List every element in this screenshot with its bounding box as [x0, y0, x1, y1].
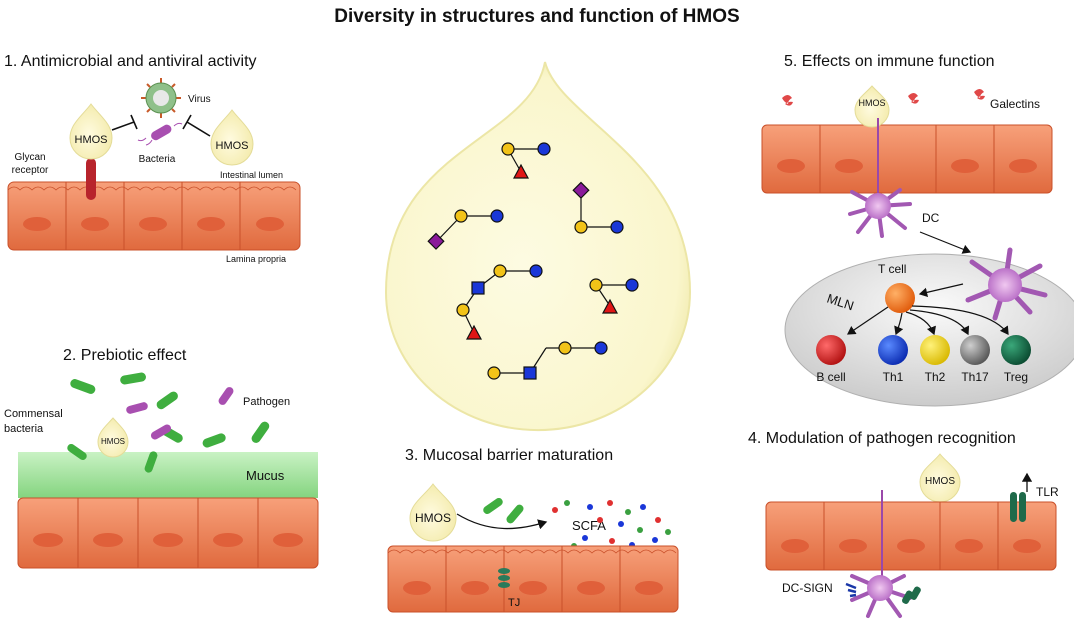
svg-text:HMOS: HMOS [859, 98, 886, 108]
hmos-drop-right: HMOS [210, 109, 254, 166]
t-cell-differentiation-arrows [847, 305, 1009, 336]
galectin-icon [782, 89, 985, 106]
panel-mucosal-barrier: 3. Mucosal barrier maturation HMOS SCFA [387, 447, 679, 613]
th17-cell-icon [960, 335, 990, 365]
figure-title: Diversity in structures and function of … [334, 6, 739, 27]
panel-immune-function: 5. Effects on immune function HMOS Galec… [761, 53, 1074, 407]
glycan-label-2: receptor [12, 165, 49, 176]
svg-text:HMOS: HMOS [75, 134, 108, 146]
b-cell-icon [816, 335, 846, 365]
glycan-structure-1 [501, 142, 551, 179]
th1-cell-icon [878, 335, 908, 365]
t-cell-icon [885, 283, 915, 313]
inhibit-line-right [186, 121, 211, 137]
mucus-label: Mucus [246, 468, 285, 483]
tlr-receptor-icon [1010, 472, 1033, 522]
hmos-drop-panel3: HMOS [409, 483, 457, 542]
hmos-drop-panel2: HMOS [97, 417, 129, 458]
virus-icon [141, 78, 181, 118]
panel5-heading: 5. Effects on immune function [784, 53, 994, 70]
epithelium-panel1 [7, 181, 301, 251]
panel-antimicrobial: 1. Antimicrobial and antiviral activity … [4, 53, 301, 264]
hmos-structures-drop [384, 61, 692, 431]
scfa-molecules [552, 500, 671, 549]
tj-label: TJ [508, 597, 520, 609]
t-cell-label: T cell [878, 262, 906, 276]
epithelium-panel5 [761, 124, 1053, 194]
commensal-label-1: Commensal [4, 408, 63, 420]
panel1-heading: 1. Antimicrobial and antiviral activity [4, 53, 257, 70]
panel4-heading: 4. Modulation of pathogen recognition [748, 430, 1016, 447]
glycan-label-1: Glycan [14, 152, 45, 163]
mucus-layer [18, 452, 318, 498]
glycan-structure-5 [589, 278, 639, 314]
glycan-structure-6 [487, 341, 608, 380]
dendritic-cell-mln-icon [965, 247, 1048, 321]
dc-sign-label: DC-SIGN [782, 581, 833, 595]
bacteria-icon [137, 122, 183, 146]
arrow-dc-migration [919, 231, 972, 254]
dc-label: DC [922, 211, 940, 225]
intestinal-lumen-label: Intestinal lumen [220, 170, 283, 180]
th17-label: Th17 [961, 370, 989, 384]
tight-junction-icon [498, 568, 510, 588]
tlr-label: TLR [1036, 485, 1059, 499]
b-cell-label: B cell [816, 370, 845, 384]
virus-label: Virus [188, 94, 211, 105]
svg-text:HMOS: HMOS [216, 140, 249, 152]
dendritic-cell-icon [848, 118, 912, 238]
inhibit-line-left [111, 121, 135, 131]
arrow-to-scfa [456, 513, 548, 530]
treg-cell-icon [1001, 335, 1031, 365]
glycan-structure-3 [572, 181, 624, 234]
pathogen-label: Pathogen [243, 396, 290, 408]
th2-cell-icon [920, 335, 950, 365]
panel2-heading: 2. Prebiotic effect [63, 347, 187, 364]
treg-label: Treg [1004, 370, 1028, 384]
glycan-structure-2 [427, 209, 504, 250]
epithelium-panel2 [17, 497, 319, 569]
panel-prebiotic: 2. Prebiotic effect Mucus [4, 347, 319, 569]
commensal-label-2: bacteria [4, 423, 44, 435]
lamina-propria-label: Lamina propria [226, 254, 286, 264]
galectins-label: Galectins [990, 97, 1040, 111]
commensal-bacteria-panel3 [483, 497, 524, 524]
dendritic-cell-panel4-icon [845, 490, 921, 618]
glycan-receptor [86, 158, 96, 200]
bacteria-label: Bacteria [139, 154, 176, 165]
th1-label: Th1 [883, 370, 904, 384]
svg-text:HMOS: HMOS [101, 437, 125, 446]
svg-text:HMOS: HMOS [925, 476, 955, 487]
th2-label: Th2 [925, 370, 946, 384]
svg-text:HMOS: HMOS [415, 511, 451, 525]
hmos-drop-panel5: HMOS [854, 85, 890, 128]
panel3-heading: 3. Mucosal barrier maturation [405, 447, 613, 464]
epithelium-panel3 [387, 545, 679, 613]
epithelium-panel4 [765, 501, 1057, 571]
glycan-structure-4 [456, 264, 543, 340]
hmos-drop-panel4: HMOS [919, 453, 961, 503]
pathogen-icons [126, 387, 234, 440]
hmos-drop-left: HMOS [69, 103, 113, 160]
panel-pathogen-recognition: 4. Modulation of pathogen recognition HM… [748, 430, 1059, 618]
